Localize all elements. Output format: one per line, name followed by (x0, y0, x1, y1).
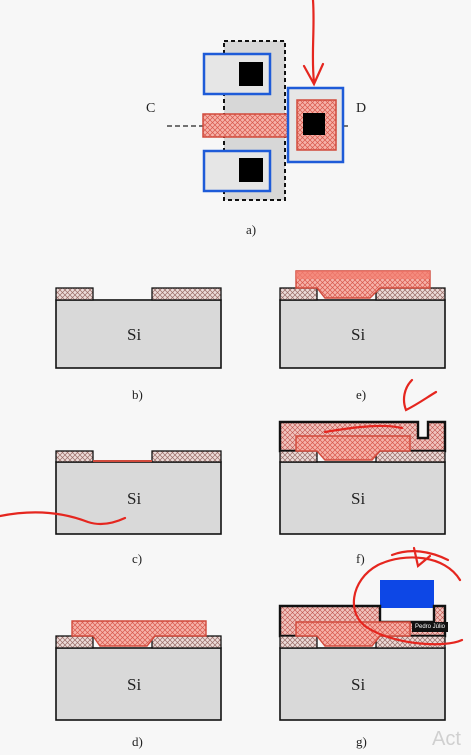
oxide-right (151, 635, 222, 649)
caption-c: c) (132, 551, 142, 566)
caption-f: f) (356, 551, 365, 566)
panel-g: Si g) (278, 580, 447, 749)
oxide-left (279, 635, 318, 649)
oxide-left (279, 287, 318, 301)
drain-contact-square (303, 113, 325, 135)
label-c: C (146, 101, 155, 116)
si-substrate (55, 461, 222, 535)
circle-g-extra (390, 546, 450, 569)
panel-d: Si d) (55, 620, 222, 749)
panel-e: Si e) (279, 270, 446, 402)
oxide-left (279, 450, 318, 463)
oxide-left (55, 450, 94, 463)
upper-contact-square (239, 62, 263, 86)
arrow-top (302, 0, 325, 87)
panel-c: Si c) (55, 450, 222, 566)
activate-watermark: Act (432, 728, 461, 750)
si-substrate (55, 299, 222, 369)
arrow-f (402, 378, 438, 412)
underline-f (323, 424, 404, 434)
caption-g: g) (356, 734, 367, 749)
layout-top-view: C D a) (146, 40, 366, 237)
metal-mask (380, 580, 434, 608)
si-substrate (279, 461, 446, 535)
si-substrate (55, 647, 222, 721)
oxide-right (375, 450, 446, 463)
circle-g (352, 556, 464, 646)
si-label: Si (127, 489, 141, 508)
lower-contact-square (239, 158, 263, 182)
si-label: Si (127, 325, 141, 344)
poly-layer (295, 621, 411, 647)
annotations (0, 0, 464, 646)
label-d: D (356, 101, 366, 116)
oxide-right (151, 450, 222, 463)
poly-top-band (296, 271, 430, 279)
si-label: Si (351, 489, 365, 508)
si-label: Si (351, 325, 365, 344)
oxide-right (375, 287, 446, 301)
poly-layer (295, 435, 411, 461)
panel-f: Si f) (278, 420, 447, 566)
oxide-left (55, 635, 94, 649)
si-label: Si (127, 675, 141, 694)
caption-d: d) (132, 734, 143, 749)
caption-b: b) (132, 387, 143, 402)
caption-e: e) (356, 387, 366, 402)
caption-a: a) (246, 222, 256, 237)
curve-c (0, 511, 127, 526)
poly-layer (71, 620, 207, 647)
oxide-right (151, 287, 222, 301)
panel-b: Si b) (55, 287, 222, 402)
presenter-name-tag: Pedro Júlio (412, 622, 449, 632)
si-substrate (279, 299, 446, 369)
oxide-left (55, 287, 94, 301)
si-substrate (279, 647, 446, 721)
si-label: Si (351, 675, 365, 694)
